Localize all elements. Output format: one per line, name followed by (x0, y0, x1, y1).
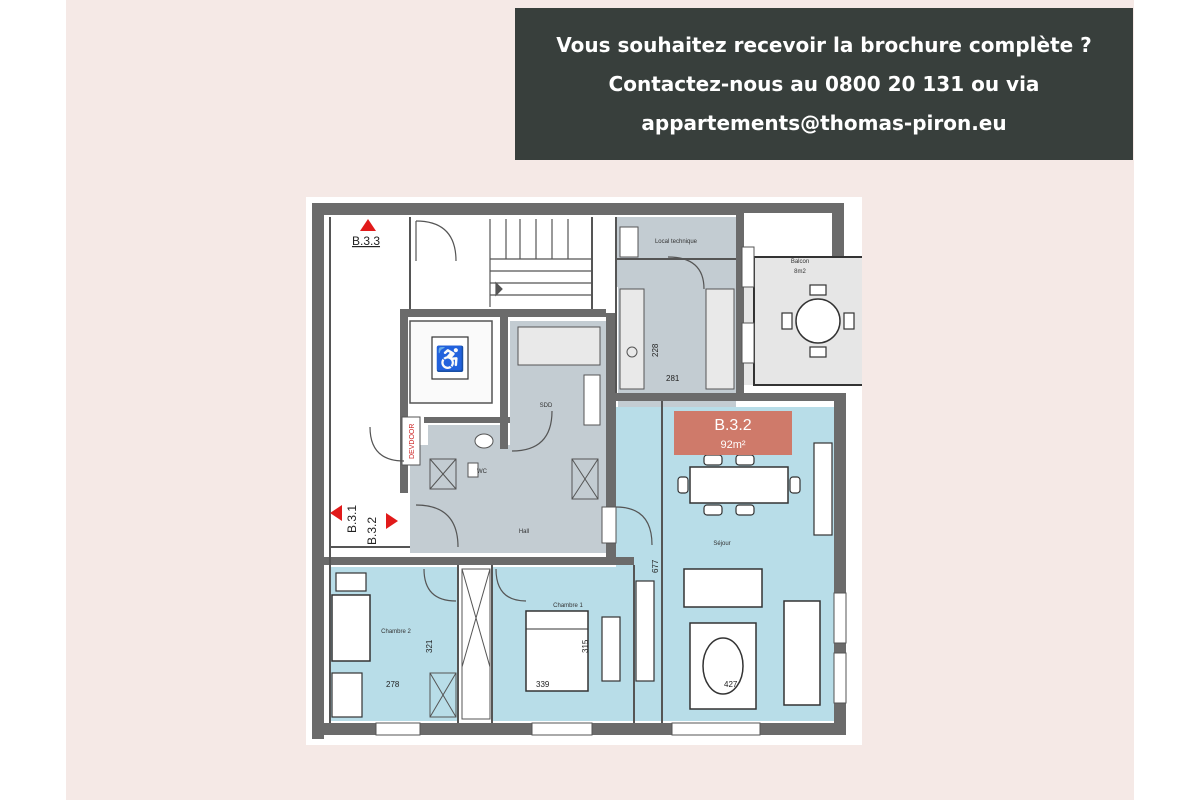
accessibility-icon (431, 336, 469, 380)
banner-line-1: Vous souhaitez recevoir la brochure comp… (556, 33, 1092, 57)
armchair-sofa (783, 600, 821, 706)
bedroom1-wardrobe (635, 580, 655, 682)
outer-walls (312, 203, 846, 739)
room-bedroom1: Chambre 1 (553, 603, 583, 609)
dining-chairs (677, 454, 801, 516)
coffee-table (702, 637, 744, 695)
floor-plan: ♿ DEVDOOR (306, 197, 883, 745)
room-bedroom2: Chambre 2 (381, 629, 411, 635)
wc-sink-icon (467, 462, 479, 478)
banner-line-2: Contactez-nous au 0800 20 131 ou via (608, 72, 1040, 96)
unit-code: B.3.2 (714, 417, 751, 434)
dining-table (689, 466, 789, 504)
staircase (489, 219, 592, 307)
dim-bedroom2-width: 278 (386, 680, 400, 689)
dim-living-depth: 677 (651, 559, 660, 573)
dim-living-width: 427 (724, 680, 738, 689)
unit-badge (674, 411, 792, 455)
common-corridor (330, 217, 410, 547)
technical-door (667, 256, 705, 290)
sideboard (813, 442, 833, 536)
dim-bedroom1-width: 339 (536, 680, 550, 689)
desk-bedroom2 (331, 672, 363, 718)
label-b33: B.3.3 (352, 234, 380, 248)
windows (375, 246, 847, 736)
balcony-table (781, 284, 855, 358)
bed-bedroom1 (525, 610, 589, 692)
wardrobe (461, 568, 491, 720)
room-bathroom: SDD (540, 403, 553, 409)
room-technical: Local technique (655, 239, 698, 245)
room-balcony-area: 8m2 (794, 269, 806, 275)
hob-icon (626, 346, 638, 358)
room-wc: WC (477, 469, 488, 475)
corridor-door (415, 220, 457, 262)
bedroom2-door (423, 568, 457, 602)
dim-bedroom2-depth: 321 (425, 639, 434, 653)
hall-cupboard (571, 458, 599, 500)
dim-kitchen-depth: 228 (651, 343, 660, 357)
svg-text:♿: ♿ (435, 345, 465, 373)
wc-cabinet (429, 458, 457, 490)
shower-tray (517, 326, 601, 366)
shaft-box (401, 416, 421, 466)
floor-plan-svg: ♿ DEVDOOR (306, 197, 883, 745)
label-b32-side: B.3.2 (365, 517, 379, 545)
kitchen-counter (619, 288, 645, 390)
elevator (409, 320, 493, 404)
room-living: Séjour (713, 541, 730, 547)
partitions (329, 217, 736, 723)
vanity-icon (583, 374, 601, 426)
bathroom-door (511, 410, 553, 452)
unit-area: 92m² (720, 439, 745, 451)
room-balcony: Balcon (791, 259, 809, 265)
sofa (683, 568, 763, 608)
bedroom2-bath-icon (335, 572, 367, 592)
room-hall: Hall (519, 529, 529, 535)
corridor-door-2 (369, 426, 405, 462)
entrance-door (415, 504, 459, 548)
dim-kitchen-width: 281 (666, 374, 680, 383)
shaft-label: DEVDOOR (409, 424, 416, 459)
bedroom1-door (495, 568, 527, 602)
boiler-icon (619, 226, 639, 258)
banner-line-3[interactable]: appartements@thomas-piron.eu (641, 111, 1007, 135)
bed-bedroom2 (331, 594, 371, 662)
label-b31: B.3.1 (345, 505, 359, 533)
brochure-contact-banner: Vous souhaitez recevoir la brochure comp… (515, 8, 1133, 160)
living-door (615, 506, 653, 546)
dim-bedroom1-depth: 315 (581, 639, 590, 653)
kitchen-counter-2 (705, 288, 735, 390)
bedroom2-closet (429, 672, 457, 718)
desk-bedroom1 (601, 616, 621, 682)
entry-arrows (330, 219, 398, 529)
toilet-icon (474, 433, 494, 449)
